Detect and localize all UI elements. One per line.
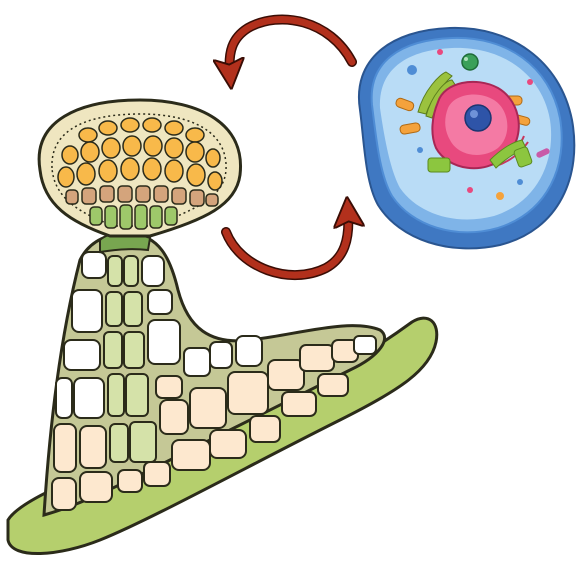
curved-arrow-right-icon <box>226 212 348 275</box>
animal-cell-icon <box>359 28 574 249</box>
curved-arrow-left-icon <box>230 19 352 74</box>
capsule <box>39 100 240 236</box>
